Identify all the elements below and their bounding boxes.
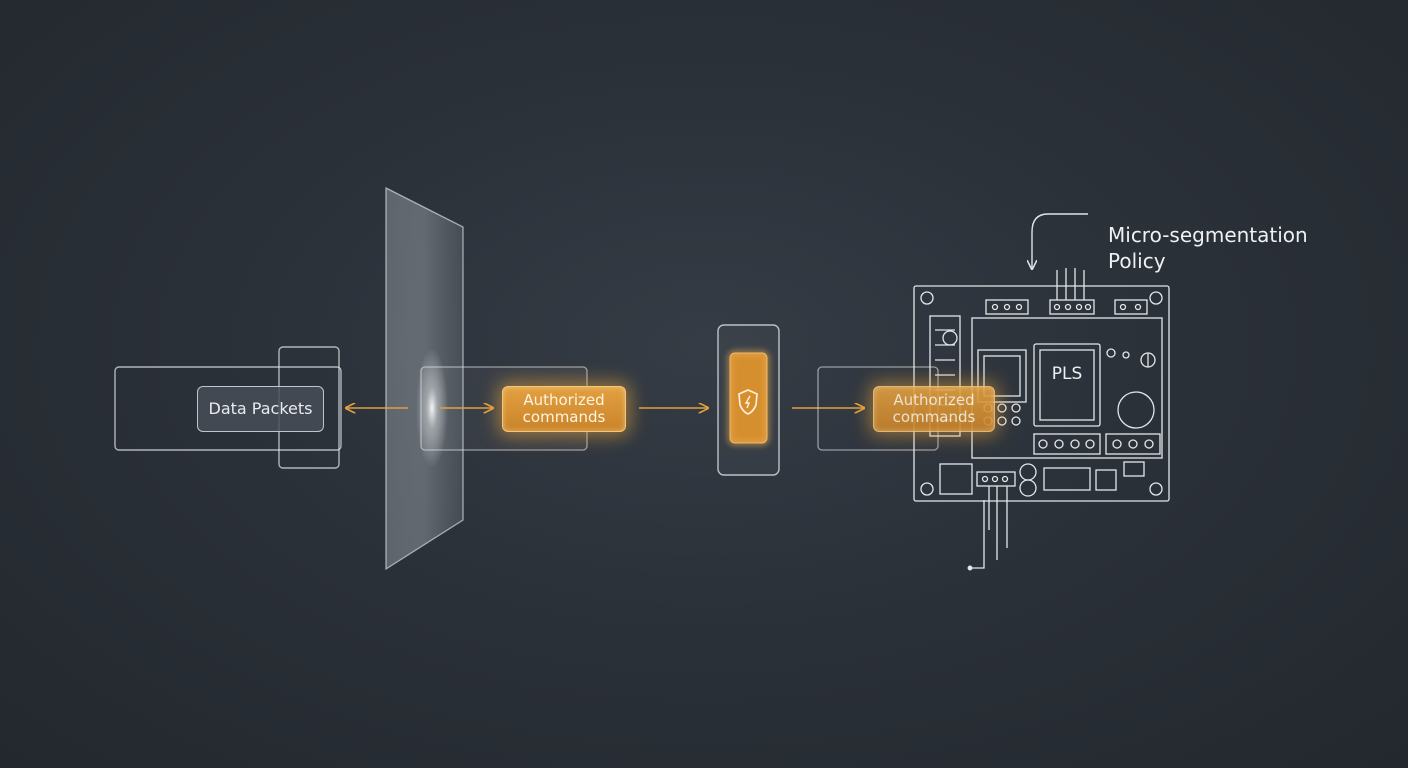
firewall-pane bbox=[385, 186, 464, 571]
source-frame-back bbox=[114, 366, 342, 451]
firewall-glow bbox=[416, 348, 448, 468]
bottom-readout bbox=[1043, 467, 1091, 491]
authorized-commands-box-2: Authorized commands bbox=[873, 386, 995, 432]
authorized-commands-label-2: Authorized commands bbox=[892, 391, 976, 426]
authorized-commands-label-1: Authorized commands bbox=[522, 391, 606, 426]
gateway-device bbox=[717, 324, 780, 476]
plc-text: PLS bbox=[1051, 364, 1083, 384]
policy-callout-arrow bbox=[1032, 213, 1088, 268]
plc-label: PLS bbox=[1040, 362, 1094, 386]
policy-label: Micro-segmentation Policy bbox=[1108, 196, 1328, 274]
shield-icon bbox=[738, 389, 758, 415]
data-packets-box: Data Packets bbox=[197, 386, 324, 432]
authorized-commands-box-1: Authorized commands bbox=[502, 386, 626, 432]
plc-display bbox=[1033, 343, 1101, 427]
policy-text: Micro-segmentation Policy bbox=[1108, 223, 1308, 273]
data-packets-label: Data Packets bbox=[208, 399, 313, 418]
